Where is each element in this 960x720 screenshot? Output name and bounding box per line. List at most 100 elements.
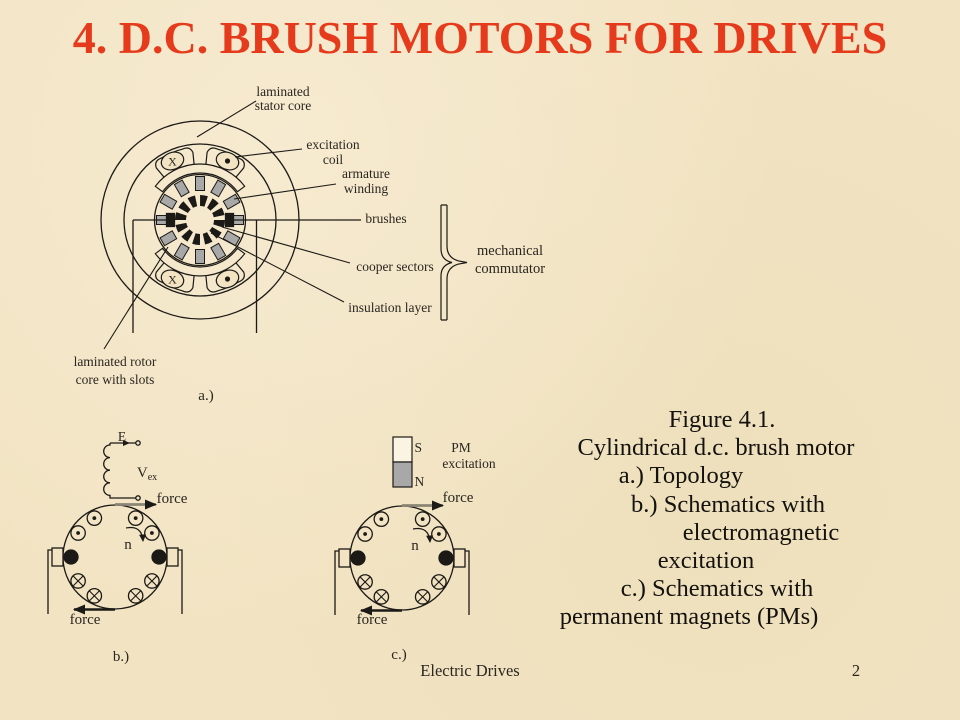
rotor-slot-rect	[210, 179, 227, 198]
footer-page-number: 2	[851, 661, 861, 680]
rotor-slot	[159, 230, 178, 247]
current-out-dot	[437, 532, 441, 536]
figure-caption: Figure 4.1. Cylindrical d.c. brush motor…	[548, 406, 884, 632]
conductor-current-out	[357, 526, 373, 542]
force-label-bottom: force	[357, 612, 388, 628]
schematic-b-extras	[103, 440, 141, 501]
conductor-current-in	[431, 574, 447, 590]
caption-line: permanent magnets (PMs)	[559, 603, 819, 631]
rotor-slot-rect	[173, 242, 190, 261]
brush-contact-right	[151, 549, 167, 565]
brush-holder-left	[338, 548, 351, 568]
caption-a: a.)	[198, 388, 213, 404]
conductor-circle	[70, 525, 86, 541]
excitation-coil	[103, 442, 136, 499]
rotor-slot-rect	[159, 193, 178, 210]
brace-outline	[440, 205, 453, 320]
leader-stator	[196, 100, 257, 138]
schematic-c-extras	[392, 436, 413, 488]
lead-wire-right	[178, 549, 183, 614]
rotor-slot-rect	[195, 176, 205, 191]
brush-left	[165, 212, 176, 228]
conductor-current-in	[127, 587, 144, 604]
force-label-top: force	[157, 491, 188, 507]
rotor-slot	[210, 179, 227, 198]
label-commutator: mechanical	[477, 243, 543, 259]
rotor-slot	[195, 249, 205, 264]
footer-course-title: Electric Drives	[420, 661, 520, 680]
conductor-current-out	[431, 526, 447, 542]
schematic-c-labels: S N PM excitation force force n c.)	[357, 440, 496, 663]
label-stator: stator core	[255, 98, 312, 113]
conductor-circle	[86, 587, 103, 604]
leader-armature	[233, 183, 337, 200]
rotor-slot-rect	[210, 242, 227, 261]
terminal-bottom	[135, 495, 141, 501]
conductor-circle	[144, 573, 160, 589]
brush-holder-right	[453, 548, 466, 568]
rotor-slot-rect	[195, 249, 205, 264]
current-in-cross	[89, 590, 100, 602]
coil-cross-mark: X	[168, 273, 177, 287]
pole-shoe	[154, 247, 246, 277]
pole-n-label: N	[415, 474, 425, 489]
brush-contact-left	[350, 550, 366, 566]
conductor-current-in	[373, 588, 390, 605]
conductor-current-in	[86, 587, 103, 604]
conductor-circle	[127, 587, 144, 604]
current-out-dot	[76, 531, 80, 535]
brace-outline	[446, 205, 468, 320]
lead-wire-left	[334, 550, 339, 615]
conductor-current-in	[357, 574, 373, 590]
rotor-slot-rect	[159, 230, 178, 247]
rotor-slot-rect	[173, 179, 190, 198]
caption-line: a.) Topology	[618, 462, 744, 490]
lead-wire-right	[465, 550, 470, 615]
conductor-circle	[414, 588, 431, 605]
speed-label: n	[411, 538, 419, 554]
brush-contact-right	[438, 550, 454, 566]
current-in-cross	[359, 576, 371, 588]
rotor-slot	[173, 179, 190, 198]
pm-label: excitation	[442, 456, 495, 471]
current-out-dot	[379, 517, 384, 522]
conductor-current-in	[70, 573, 86, 589]
current-out-dot	[92, 516, 97, 521]
schematic-b-labels: E Vex force force n b.)	[70, 429, 188, 665]
conductor-circle	[86, 510, 103, 527]
current-in-cross	[417, 591, 428, 603]
brush-holder-left	[51, 547, 64, 567]
schematic-c	[334, 500, 470, 616]
brush-contact-left	[63, 549, 79, 565]
leader-lines	[103, 100, 351, 350]
current-in-cross	[130, 590, 141, 602]
page-title: 4. D.C. BRUSH MOTORS FOR DRIVES	[72, 12, 888, 63]
current-out-dot	[150, 531, 154, 535]
conductor-current-out	[414, 511, 431, 528]
terminal-top	[135, 440, 141, 446]
conductor-circle	[431, 574, 447, 590]
label-stator: laminated	[256, 84, 309, 99]
coil-cross-mark: X	[168, 155, 177, 169]
coil-section-in	[160, 269, 185, 289]
coil-section-in	[160, 151, 185, 171]
brush-right	[224, 212, 235, 228]
rotor-slot	[195, 176, 205, 191]
caption-line: b.) Schematics with	[631, 490, 825, 518]
conductor-circle	[127, 510, 144, 527]
leader-copper	[221, 226, 351, 264]
force-label-top: force	[443, 490, 474, 506]
conductor-circle	[144, 525, 160, 541]
force-label-bottom: force	[70, 612, 101, 628]
schematic-b	[47, 499, 183, 615]
pole-s-label: S	[415, 440, 423, 455]
current-in-cross	[72, 575, 84, 587]
rotor-slot	[222, 193, 241, 210]
label-insulation: insulation layer	[348, 300, 432, 315]
conductor-current-out	[373, 511, 390, 528]
topology-labels: laminated stator core excitation coil ar…	[74, 84, 546, 404]
caption-b: b.)	[113, 649, 129, 665]
current-out-dot	[363, 532, 367, 536]
conductor-current-in	[414, 588, 431, 605]
